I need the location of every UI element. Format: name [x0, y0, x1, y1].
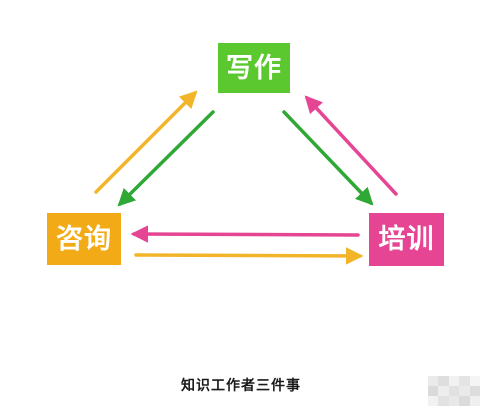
- node-writing: 写作: [218, 43, 290, 93]
- arrow-consulting-to-training: [134, 247, 364, 265]
- arrow-writing-to-training: [282, 110, 374, 206]
- arrow-training-to-consulting: [130, 225, 360, 243]
- watermark-mosaic: [428, 376, 480, 406]
- arrow-writing-to-consulting: [117, 110, 215, 207]
- node-consulting: 咨询: [47, 213, 121, 265]
- node-training: 培训: [369, 213, 444, 266]
- arrow-consulting-to-writing: [94, 90, 198, 194]
- diagram-caption: 知识工作者三件事: [181, 378, 301, 394]
- arrow-training-to-writing: [304, 95, 398, 196]
